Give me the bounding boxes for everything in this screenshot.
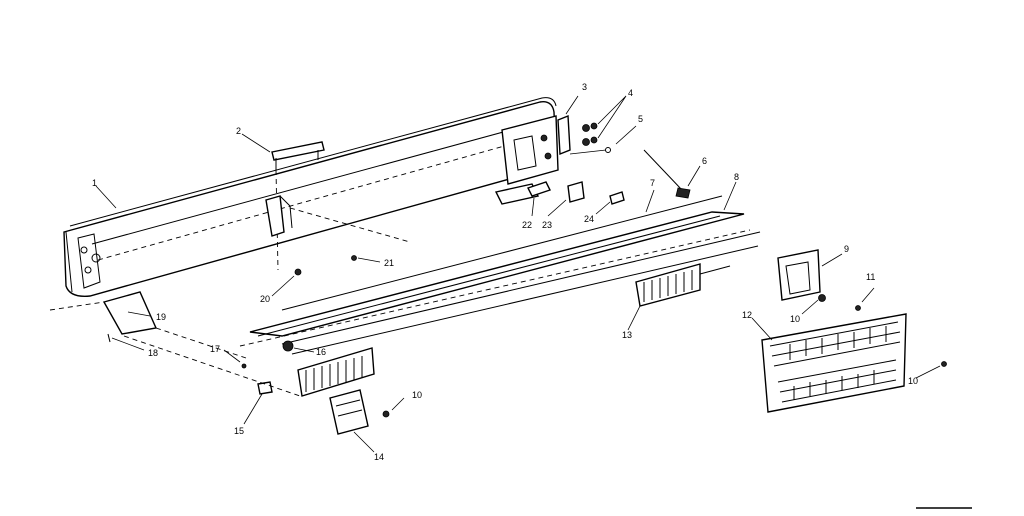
callout-11: 11 xyxy=(866,272,875,282)
callout-17: 17 xyxy=(210,344,220,354)
callout-3: 3 xyxy=(582,82,587,92)
callout-1: 1 xyxy=(92,178,97,188)
screws-4 xyxy=(582,122,598,146)
clip-11 xyxy=(855,305,861,311)
backguard-panel xyxy=(63,97,557,297)
trim-strip xyxy=(239,195,751,347)
callout-10b: 10 xyxy=(412,390,422,400)
rod-6 xyxy=(643,149,691,199)
callout-15: 15 xyxy=(234,426,244,436)
callout-14: 14 xyxy=(374,452,384,462)
bracket-14 xyxy=(329,389,390,435)
callout-24: 24 xyxy=(584,214,594,224)
callout-labels: 1 2 3 4 5 6 7 8 9 10 10 10 11 12 13 14 1… xyxy=(92,82,918,462)
callout-20: 20 xyxy=(260,294,270,304)
parts-22-24 xyxy=(527,181,625,205)
left-small-parts xyxy=(49,291,301,397)
callout-22: 22 xyxy=(522,220,532,230)
callout-8: 8 xyxy=(734,172,739,182)
right-end-bracket xyxy=(494,114,571,205)
top-bracket xyxy=(271,141,325,271)
callout-5: 5 xyxy=(638,114,643,124)
callout-23: 23 xyxy=(542,220,552,230)
callout-16: 16 xyxy=(316,347,326,357)
callout-18: 18 xyxy=(148,348,158,358)
callout-10c: 10 xyxy=(908,376,918,386)
callout-13: 13 xyxy=(622,330,632,340)
leader-lines xyxy=(95,95,941,453)
callout-19: 19 xyxy=(156,312,166,322)
callout-21: 21 xyxy=(384,258,394,268)
callout-4: 4 xyxy=(628,88,633,98)
callout-7: 7 xyxy=(650,178,655,188)
spring-clip-5 xyxy=(569,147,611,155)
callout-12: 12 xyxy=(742,310,752,320)
bracket-9 xyxy=(777,249,826,302)
parts-20-21 xyxy=(294,255,357,276)
callout-9: 9 xyxy=(844,244,849,254)
callout-10a: 10 xyxy=(790,314,800,324)
heater-element-left xyxy=(282,340,375,397)
end-grille xyxy=(761,313,947,413)
heater-element-right xyxy=(635,263,731,307)
rod-rail xyxy=(281,231,761,355)
callout-2: 2 xyxy=(236,126,241,136)
center-bracket xyxy=(265,195,411,243)
callout-6: 6 xyxy=(702,156,707,166)
